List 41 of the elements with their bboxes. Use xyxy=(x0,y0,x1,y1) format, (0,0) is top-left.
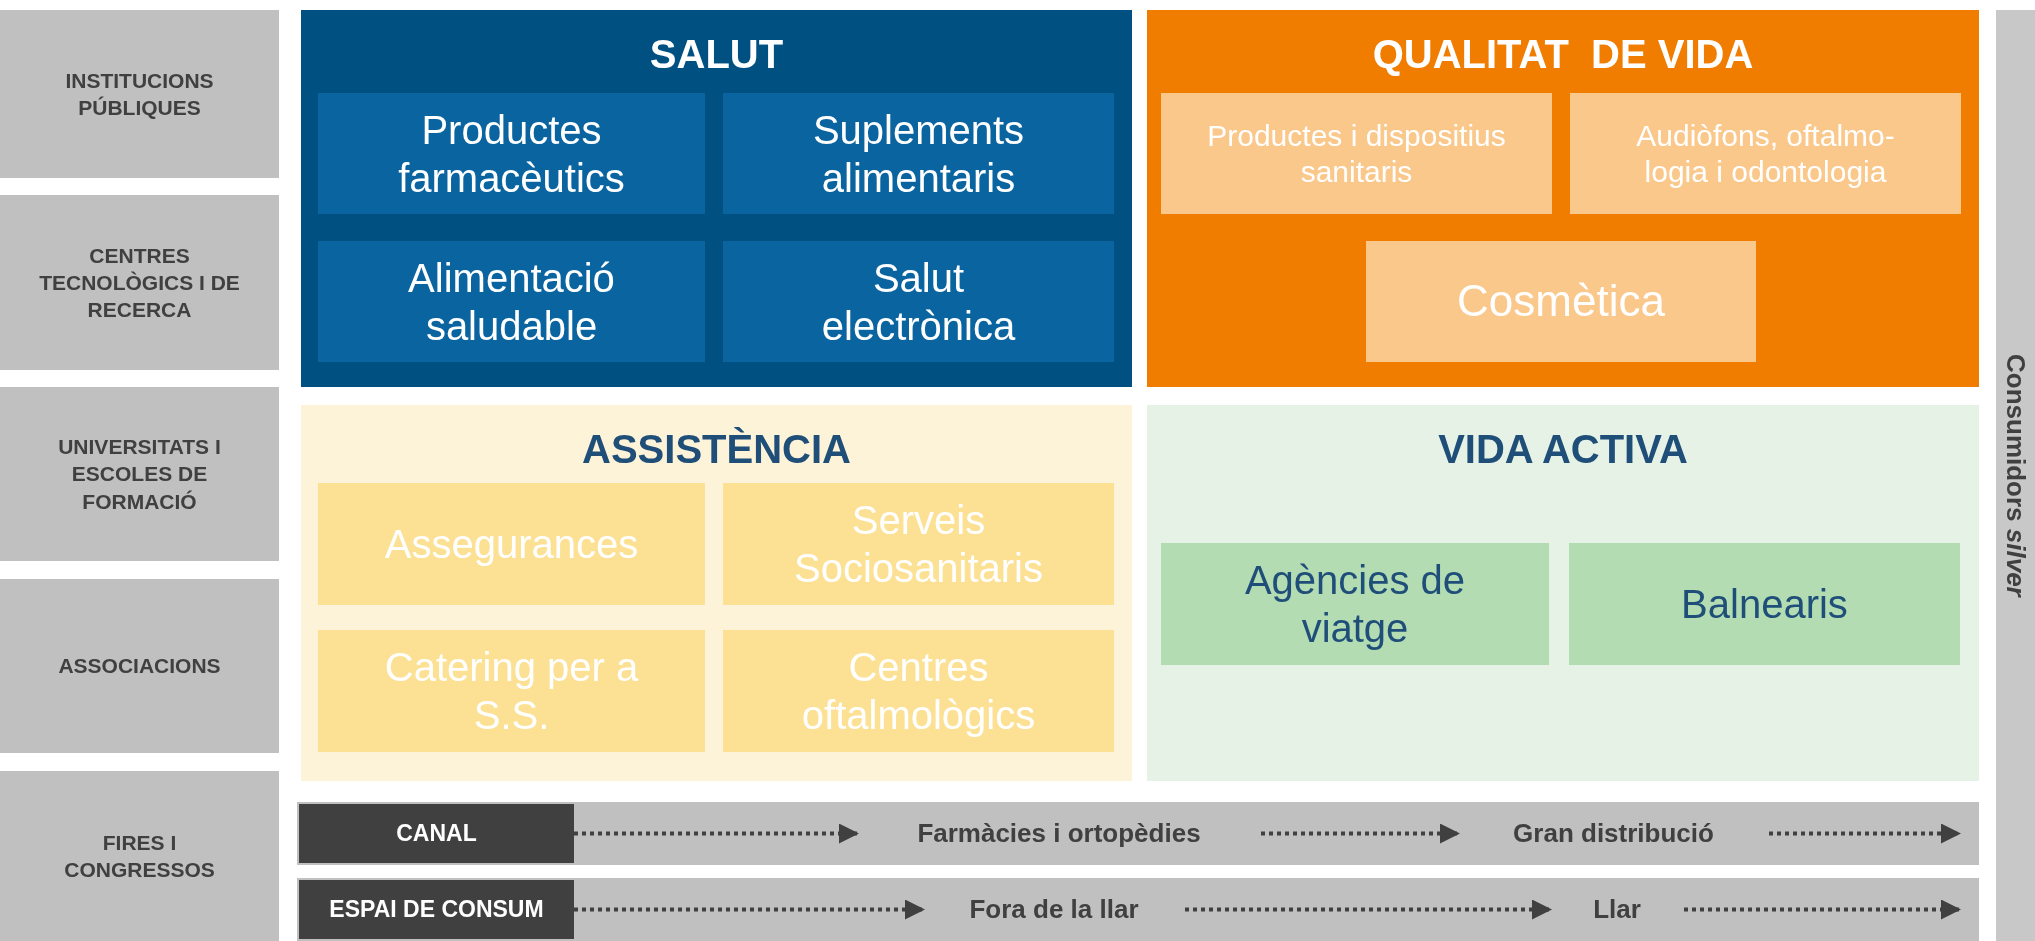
dotted-arrow xyxy=(1261,823,1460,844)
sector-panel xyxy=(301,405,1132,781)
flow-label: Farmàcies i ortopèdies xyxy=(897,802,1221,865)
dotted-arrow xyxy=(574,899,925,920)
dotted-arrow xyxy=(1769,823,1961,844)
consumer-bar: Consumidors silver xyxy=(1996,10,2035,941)
sector-tile: Agències de viatge xyxy=(1161,543,1549,665)
flow-label: Llar xyxy=(1590,878,1644,941)
sector-panel xyxy=(1147,405,1979,781)
sector-tile: Productes farmacèutics xyxy=(318,93,705,214)
sector-tile: Serveis Sociosanitaris xyxy=(723,483,1114,605)
sector-tile: Centres oftalmològics xyxy=(723,630,1114,752)
row-header: CANAL xyxy=(299,804,574,863)
stakeholder-box: CENTRES TECNOLÒGICS I DE RECERCA xyxy=(0,195,279,370)
panel-title: ASSISTÈNCIA xyxy=(581,427,852,472)
channel-band xyxy=(297,802,1979,865)
stakeholder-box: ASSOCIACIONS xyxy=(0,579,279,753)
sector-tile: Audiòfons, oftalmo- logia i odontologia xyxy=(1570,93,1961,214)
dotted-arrow xyxy=(1684,899,1961,920)
row-header: ESPAI DE CONSUM xyxy=(299,880,574,939)
panel-title: VIDA ACTIVA xyxy=(1437,427,1689,472)
sector-panel xyxy=(301,10,1132,387)
sector-tile: Alimentació saludable xyxy=(318,241,705,362)
dotted-arrow xyxy=(1185,899,1552,920)
stakeholder-box: UNIVERSITATS I ESCOLES DE FORMACIÓ xyxy=(0,387,279,561)
sector-tile: Assegurances xyxy=(318,483,705,605)
sector-panel xyxy=(1147,10,1979,387)
sector-tile: Balnearis xyxy=(1569,543,1960,665)
panel-title: SALUT xyxy=(648,32,785,77)
sector-tile: Suplements alimentaris xyxy=(723,93,1114,214)
sector-tile: Salut electrònica xyxy=(723,241,1114,362)
panel-title: QUALITAT DE VIDA xyxy=(1371,32,1755,77)
stakeholder-box: INSTITUCIONS PÚBLIQUES xyxy=(0,10,279,178)
flow-label: Fora de la llar xyxy=(963,878,1145,941)
sector-tile: Productes i dispositius sanitaris xyxy=(1161,93,1552,214)
sector-tile: Cosmètica xyxy=(1366,241,1756,362)
dotted-arrow xyxy=(574,823,859,844)
channel-band xyxy=(297,878,1979,941)
sector-tile: Catering per a S.S. xyxy=(318,630,705,752)
flow-label: Gran distribució xyxy=(1498,802,1729,865)
stakeholder-box: FIRES I CONGRESSOS xyxy=(0,771,279,941)
